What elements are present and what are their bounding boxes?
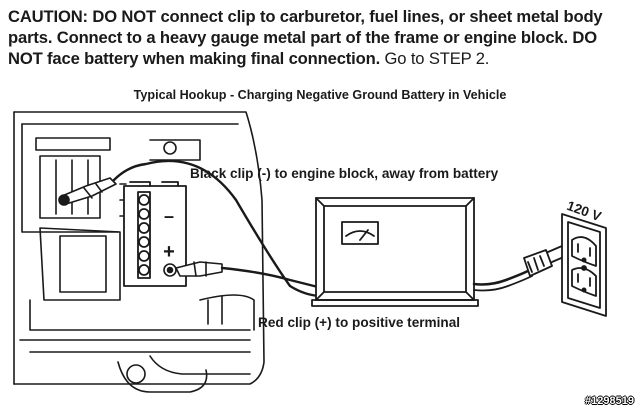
diagram-title: Typical Hookup - Charging Negative Groun… (133, 88, 507, 102)
black-clip-icon (59, 178, 116, 205)
power-plug-icon (474, 246, 566, 291)
positive-terminal-label: + (163, 241, 175, 263)
caution-text: CAUTION: DO NOT connect clip to carburet… (8, 7, 603, 68)
red-clip-callout: Red clip (+) to positive terminal (258, 315, 461, 330)
charger-icon (312, 198, 478, 306)
battery-icon: – + (124, 182, 186, 286)
caution-paragraph: CAUTION: DO NOT connect clip to carburet… (8, 6, 636, 69)
engine-block-icon (14, 112, 264, 392)
meter-icon (342, 222, 378, 244)
black-clip-callout: Black clip (-) to engine block, away fro… (190, 166, 499, 181)
step-instruction: Go to STEP 2. (380, 49, 490, 68)
black-cable (114, 161, 322, 296)
red-cable (222, 268, 322, 288)
negative-terminal-label: – (164, 206, 174, 226)
catalog-number: #1298519 (585, 395, 634, 407)
red-clip-icon (164, 262, 222, 276)
wall-outlet-icon (562, 214, 606, 316)
